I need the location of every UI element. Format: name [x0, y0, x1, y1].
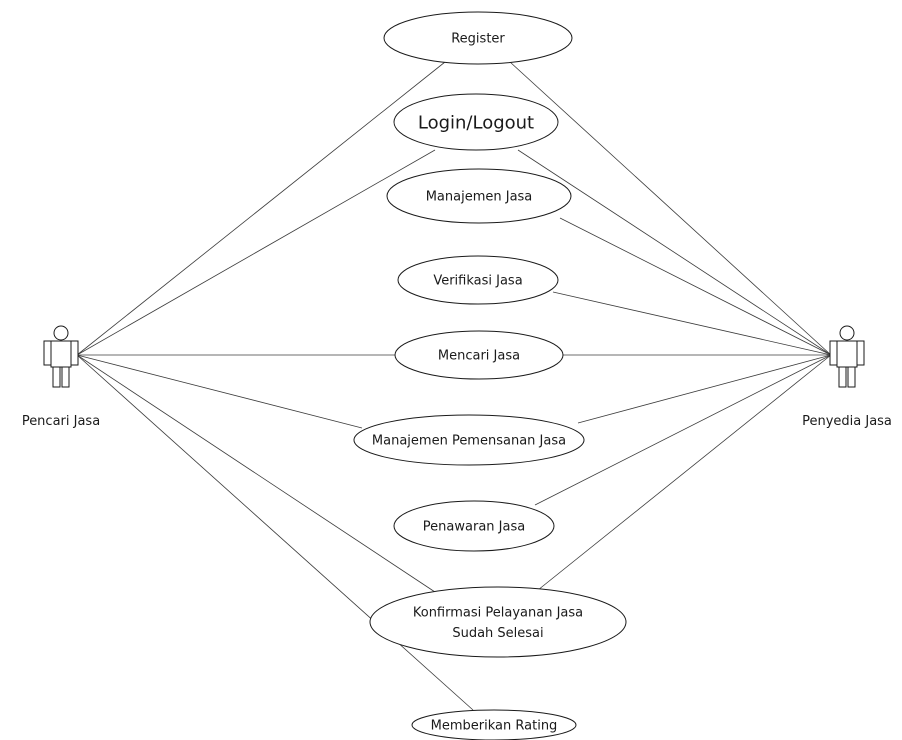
- actor-left-arm: [829, 340, 838, 366]
- actor-left-leg: [52, 366, 61, 388]
- actor-left-arm: [43, 340, 52, 366]
- use-case-manajemen-jasa: Manajemen Jasa: [386, 168, 572, 224]
- association-line-penyedia-manajemen-jasa: [559, 217, 832, 356]
- association-line-penyedia-register: [509, 61, 832, 356]
- association-line-penyedia-penawaran-jasa: [534, 354, 832, 506]
- association-line-penyedia-login-logout: [517, 149, 832, 356]
- actor-head: [839, 325, 855, 341]
- actor-right-leg: [847, 366, 856, 388]
- use-case-label: Login/Logout: [418, 112, 534, 133]
- actor-label: Pencari Jasa: [22, 414, 100, 429]
- use-case-login-logout: Login/Logout: [393, 93, 559, 151]
- actor-body: [836, 340, 858, 368]
- use-case-ellipse: [393, 500, 555, 552]
- use-case-label: Memberikan Rating: [431, 719, 558, 734]
- actor-head: [53, 325, 69, 341]
- association-line-penyedia-konfirmasi-pelayanan: [537, 354, 832, 591]
- association-line-penyedia-verifikasi-jasa: [552, 291, 832, 356]
- use-case-memberikan-rating: Memberikan Rating: [411, 709, 577, 740]
- actor-label: Penyedia Jasa: [802, 414, 892, 429]
- actor-pencari-jasa: Pencari Jasa: [22, 325, 100, 429]
- association-line-penyedia-manajemen-pemensanan-jasa: [577, 354, 832, 424]
- use-case-label: Mencari Jasa: [438, 349, 520, 364]
- use-case-ellipse: [383, 11, 573, 65]
- actor-body: [50, 340, 72, 368]
- use-case-mencari-jasa: Mencari Jasa: [394, 330, 564, 380]
- use-case-ellipse: [369, 586, 627, 658]
- use-case-register: Register: [383, 11, 573, 65]
- association-line-pencari-konfirmasi-pelayanan: [76, 354, 436, 593]
- actor-right-leg: [61, 366, 70, 388]
- actor-left-leg: [838, 366, 847, 388]
- association-line-pencari-login-logout: [76, 149, 436, 356]
- use-case-ellipse: [394, 330, 564, 380]
- use-case-ellipse: [411, 709, 577, 740]
- actor-penyedia-jasa: Penyedia Jasa: [802, 325, 892, 429]
- use-case-ellipse: [386, 168, 572, 224]
- actor-right-arm: [856, 340, 865, 366]
- use-case-ellipse: [353, 414, 585, 466]
- use-case-penawaran-jasa: Penawaran Jasa: [393, 500, 555, 552]
- use-case-label: Penawaran Jasa: [423, 520, 525, 535]
- use-case-label: Manajemen Jasa: [426, 190, 533, 205]
- use-case-label: Konfirmasi Pelayanan Jasa: [413, 606, 583, 621]
- use-case-ellipse: [393, 93, 559, 151]
- use-case-label: Manajemen Pemensanan Jasa: [372, 434, 566, 449]
- use-case-manajemen-pemensanan-jasa: Manajemen Pemensanan Jasa: [353, 414, 585, 466]
- actor-right-arm: [70, 340, 79, 366]
- association-lines: [76, 61, 832, 711]
- use-case-ellipse: [397, 255, 559, 305]
- use-case-verifikasi-jasa: Verifikasi Jasa: [397, 255, 559, 305]
- association-line-pencari-register: [76, 61, 446, 356]
- association-line-pencari-manajemen-pemensanan-jasa: [76, 354, 363, 429]
- use-case-label: Verifikasi Jasa: [433, 274, 522, 289]
- association-line-pencari-memberikan-rating: [76, 354, 474, 711]
- use-case-label: Register: [451, 32, 505, 47]
- use-case-label: Sudah Selesai: [452, 626, 543, 641]
